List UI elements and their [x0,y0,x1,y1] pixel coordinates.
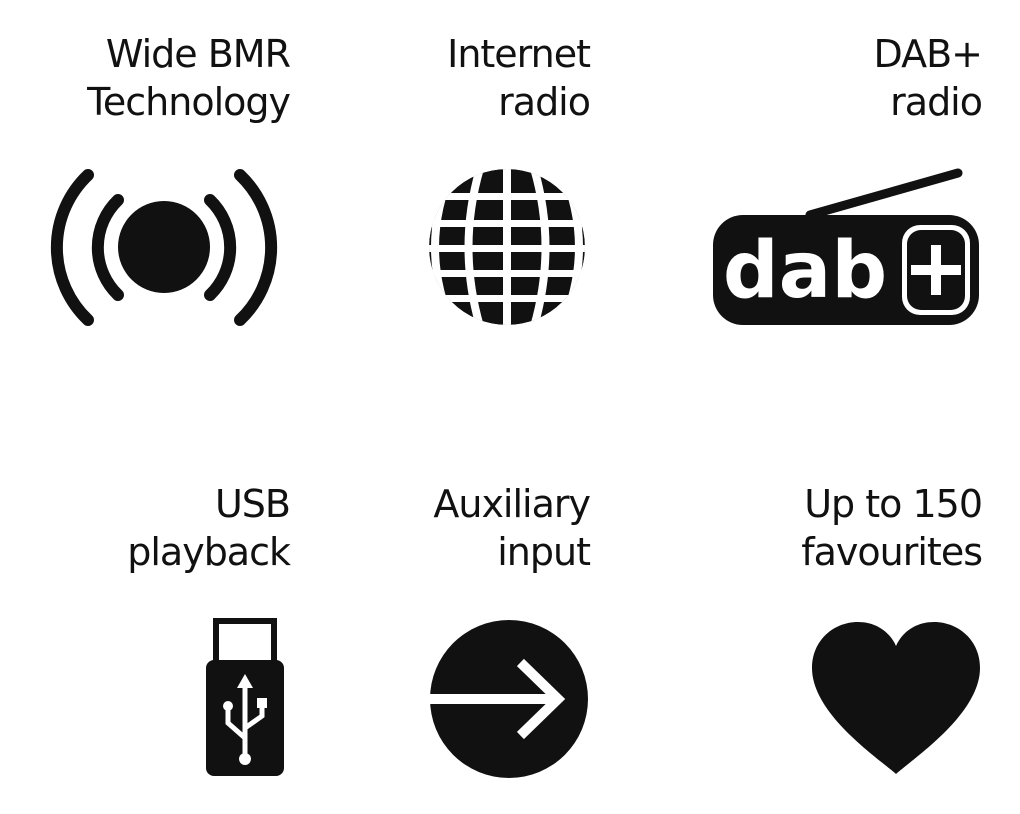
feature-wide-bmr: Wide BMR Technology [30,30,291,350]
label-line-1: Wide BMR [105,32,291,76]
arrow-circle-icon [428,618,590,780]
label-line-2: favourites [801,530,983,574]
usb-stick-icon [200,618,290,778]
feature-usb-playback: USB playback [90,480,291,790]
feature-label: Auxiliary input [433,480,591,576]
feature-label: Up to 150 favourites [801,480,983,576]
globe-icon [426,165,588,330]
speaker-waves-icon [40,165,288,330]
feature-label: DAB+ radio [874,30,983,126]
label-line-2: input [497,530,591,574]
label-line-1: Internet [447,32,591,76]
label-line-2: radio [498,80,591,124]
dab-plus-radio-icon: dab [710,165,982,330]
label-line-1: USB [214,482,291,526]
heart-icon [808,618,984,778]
label-line-1: Auxiliary [433,482,591,526]
feature-label: USB playback [127,480,291,576]
feature-dab-radio: DAB+ radio dab [690,30,983,350]
feature-favourites: Up to 150 favourites [760,480,984,790]
label-line-1: DAB+ [873,32,983,76]
feature-label: Wide BMR Technology [87,30,291,126]
label-line-2: Technology [87,80,291,124]
feature-auxiliary-input: Auxiliary input [400,480,591,790]
label-line-2: playback [127,530,291,574]
feature-label: Internet radio [447,30,591,126]
feature-internet-radio: Internet radio [400,30,591,350]
dab-badge-text: dab [723,226,887,316]
label-line-1: Up to 150 [804,482,983,526]
label-line-2: radio [890,80,983,124]
